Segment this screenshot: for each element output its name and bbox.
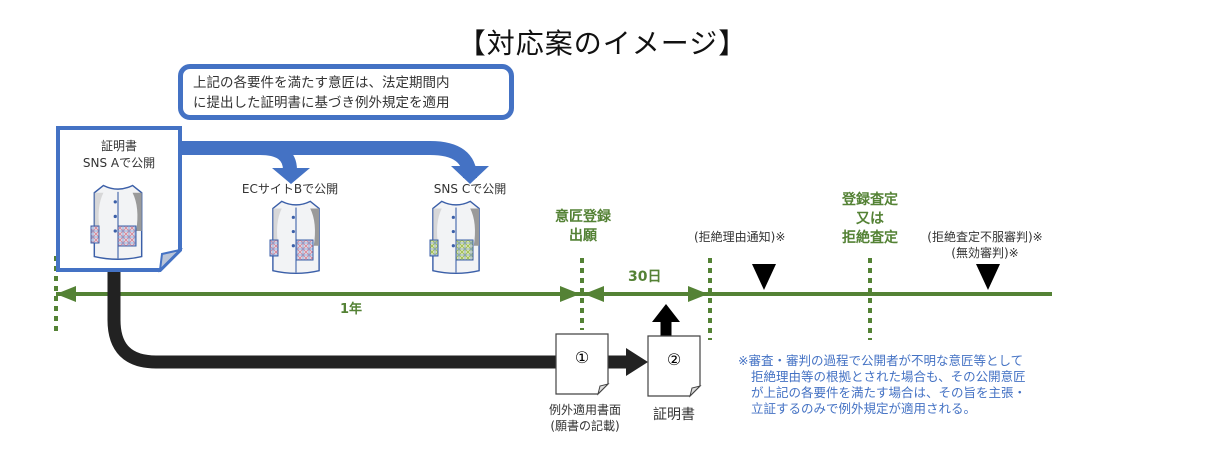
filing-label-line1: 意匠登録 — [555, 209, 611, 225]
decision-label: 登録査定 又は 拒絶査定 — [826, 191, 914, 248]
distribution-arrow — [180, 141, 489, 184]
document-2 — [647, 335, 702, 398]
certificate-label: 証明書 SNS Aで公開 — [60, 138, 178, 172]
appeal-label-line2: (無効審判)※ — [951, 246, 1019, 260]
appeal-label-line1: (拒絶査定不服審判)※ — [927, 230, 1043, 244]
filing-label: 意匠登録 出願 — [540, 208, 626, 246]
arrow-30d-end — [688, 286, 708, 302]
footnote-line2: 拒絶理由等の根拠とされた場合も、その公開意匠 — [751, 369, 1026, 384]
publication-c-label: SNS Cで公開 — [433, 182, 507, 196]
vest-b — [269, 200, 320, 275]
vest-c — [429, 200, 480, 275]
publication-a-label: SNS Aで公開 — [82, 156, 156, 170]
callout-box: 上記の各要件を満たす意匠は、法定期間内 に提出した証明書に基づき例外規定を適用 — [178, 64, 514, 120]
certificate-card — [56, 126, 184, 273]
appeal-label: (拒絶査定不服審判)※ (無効審判)※ — [910, 229, 1060, 261]
arrow-1yr-end — [560, 286, 580, 302]
footnote-line3: が上記の各要件を満たす場合は、その旨を主張・ — [751, 385, 1027, 400]
decision-label-line3: 拒絶査定 — [842, 230, 898, 246]
rejection-notice-label: (拒絶理由通知)※ — [694, 230, 786, 244]
page-title: 【対応案のイメージ】 — [457, 27, 748, 60]
rejection-notice-marker — [752, 264, 776, 290]
callout-line2: に提出した証明書に基づき例外規定を適用 — [193, 95, 450, 111]
decision-label-line2: 又は — [856, 211, 884, 227]
arrow-left — [56, 286, 76, 302]
publication-b-label: ECサイトBで公開 — [241, 182, 339, 196]
document-1-caption: 例外適用書面 (願書の記載) — [530, 402, 640, 434]
document-2-number: ② — [666, 350, 682, 369]
filing-label-line2: 出願 — [569, 228, 597, 244]
document-1-number: ① — [574, 348, 590, 367]
decision-label-line1: 登録査定 — [842, 192, 898, 208]
document-1-caption-line1: 例外適用書面 — [548, 403, 621, 417]
footnote-line4: 立証するのみで例外規定が適用される。 — [751, 401, 977, 416]
appeal-marker — [976, 264, 1000, 290]
footnote: ※審査・審判の過程で公開者が不明な意匠等として 拒絶理由等の根拠とされた場合も、… — [738, 353, 1068, 417]
certificate-title: 証明書 — [100, 139, 137, 153]
arrow-30d-start — [584, 286, 604, 302]
document-flow-arrow — [107, 270, 680, 376]
vest-illustration-a — [93, 184, 143, 261]
thirty-days-label: 30日 — [628, 269, 662, 285]
document-1 — [555, 333, 610, 396]
document-1-caption-line2: (願書の記載) — [550, 419, 620, 433]
footnote-line1: ※審査・審判の過程で公開者が不明な意匠等として — [738, 353, 1024, 368]
one-year-label: 1年 — [340, 302, 363, 317]
document-2-caption: 証明書 — [653, 407, 695, 423]
callout-line1: 上記の各要件を満たす意匠は、法定期間内 — [193, 75, 450, 91]
timeline — [54, 256, 1052, 340]
